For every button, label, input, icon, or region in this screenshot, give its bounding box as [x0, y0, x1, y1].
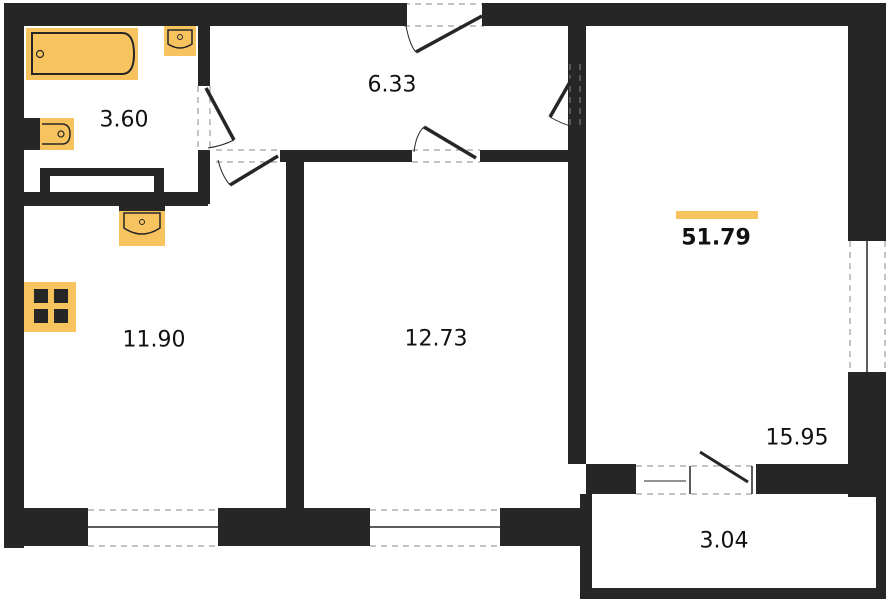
doors: [197, 3, 581, 187]
windows: [88, 241, 886, 547]
walls: [4, 3, 886, 599]
room-area-kitchen: 11.90: [122, 327, 186, 353]
room-area-living-room: 15.95: [765, 425, 829, 451]
total-area-accent-bar: [676, 211, 758, 219]
total-area-label: 51.79: [681, 225, 751, 251]
room-area-bathroom: 3.60: [99, 107, 149, 133]
fixtures: [24, 26, 196, 332]
room-area-balcony: 3.04: [699, 528, 749, 554]
room-area-bedroom: 12.73: [404, 326, 468, 352]
room-area-hallway: 6.33: [367, 72, 417, 98]
